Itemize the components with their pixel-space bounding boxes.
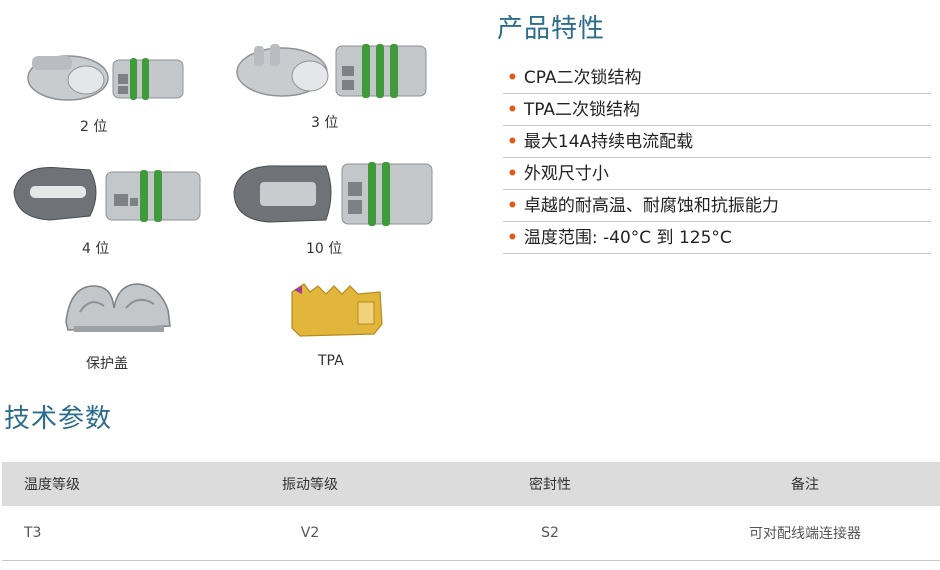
product-3-pin bbox=[232, 32, 437, 112]
header-temperature-class: 温度等级 bbox=[2, 462, 190, 506]
bullet-icon: • bbox=[507, 100, 518, 120]
product-10-pin bbox=[230, 156, 435, 231]
product-4-pin bbox=[10, 158, 205, 228]
specs-title: 技术参数 bbox=[4, 404, 113, 434]
table-row: T3 V2 S2 可对配线端连接器 bbox=[2, 506, 940, 561]
3-pin-connector-icon bbox=[236, 44, 427, 98]
cell-vibration-class: V2 bbox=[190, 506, 430, 561]
feature-item: •卓越的耐高温、耐腐蚀和抗振能力 bbox=[503, 191, 931, 222]
header-sealing: 密封性 bbox=[430, 462, 670, 506]
product-3-pin-caption: 3 位 bbox=[311, 115, 339, 131]
product-protective-cover bbox=[60, 272, 180, 342]
bullet-icon: • bbox=[507, 228, 518, 248]
feature-item: •最大14A持续电流配载 bbox=[503, 127, 931, 158]
protective-cover-icon bbox=[65, 283, 171, 332]
bullet-icon: • bbox=[507, 196, 518, 216]
bullet-icon: • bbox=[507, 68, 518, 88]
product-2-pin-caption: 2 位 bbox=[80, 119, 108, 135]
cell-remarks: 可对配线端连接器 bbox=[670, 506, 940, 561]
product-2-pin bbox=[18, 38, 188, 108]
feature-item: •温度范围: -40°C 到 125°C bbox=[503, 223, 931, 254]
product-10-pin-caption: 10 位 bbox=[306, 241, 343, 257]
product-tpa bbox=[288, 278, 388, 340]
cell-temperature-class: T3 bbox=[2, 506, 190, 561]
product-gallery: 2 位 3 位 4 位 bbox=[0, 0, 470, 380]
feature-item: •CPA二次锁结构 bbox=[503, 63, 931, 94]
bullet-icon: • bbox=[507, 164, 518, 184]
features-title: 产品特性 bbox=[497, 14, 606, 44]
product-features: 产品特性 •CPA二次锁结构 •TPA二次锁结构 •最大14A持续电流配载 •外… bbox=[497, 8, 937, 255]
specs-table: 温度等级 振动等级 密封性 备注 T3 V2 S2 可对配线端连接器 bbox=[2, 462, 940, 561]
specs-header-row: 温度等级 振动等级 密封性 备注 bbox=[2, 462, 940, 506]
feature-item: •TPA二次锁结构 bbox=[503, 95, 931, 126]
4-pin-connector-icon bbox=[13, 167, 201, 222]
product-4-pin-caption: 4 位 bbox=[82, 241, 110, 257]
header-vibration-class: 振动等级 bbox=[190, 462, 430, 506]
2-pin-connector-icon bbox=[27, 55, 184, 101]
feature-item: •外观尺寸小 bbox=[503, 159, 931, 190]
product-tpa-caption: TPA bbox=[318, 353, 344, 369]
bullet-icon: • bbox=[507, 132, 518, 152]
10-pin-connector-icon bbox=[233, 162, 433, 226]
cell-sealing: S2 bbox=[430, 506, 670, 561]
product-protective-cover-caption: 保护盖 bbox=[86, 356, 128, 372]
header-remarks: 备注 bbox=[670, 462, 940, 506]
tpa-icon bbox=[291, 283, 383, 337]
features-list: •CPA二次锁结构 •TPA二次锁结构 •最大14A持续电流配载 •外观尺寸小 … bbox=[503, 63, 931, 254]
